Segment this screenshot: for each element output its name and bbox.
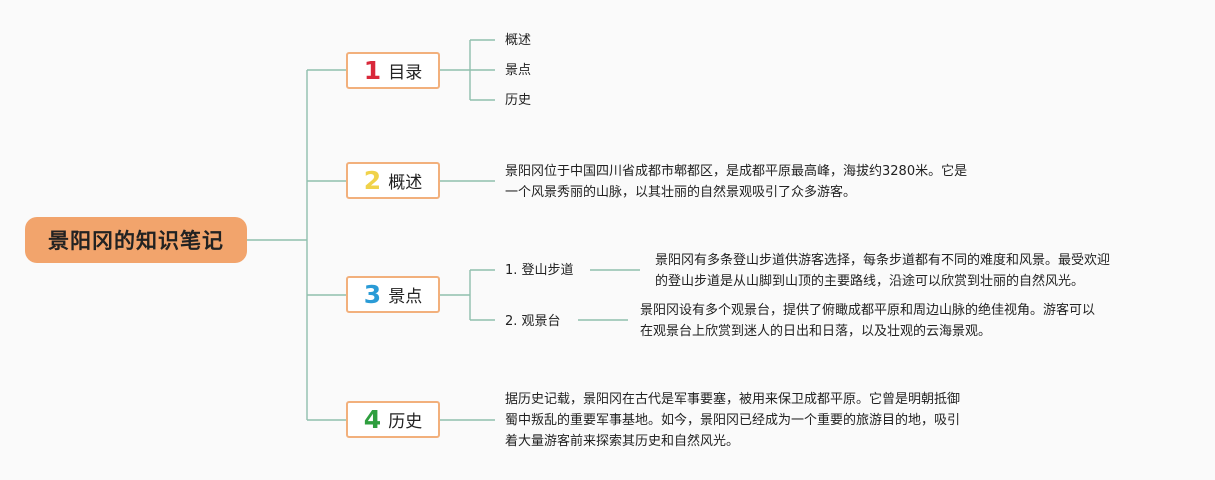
history-line: 着大量游客前来探索其历史和自然风光。 bbox=[505, 434, 740, 449]
section-label-overview: 概述 bbox=[388, 173, 423, 193]
section-toc[interactable]: 1 目录 bbox=[346, 52, 440, 89]
spot-desc-line: 在观景台上欣赏到迷人的日出和日落，以及壮观的云海景观。 bbox=[640, 324, 992, 339]
spot-desc-trail: 景阳冈有多条登山步道供游客选择，每条步道都有不同的难度和风景。最受欢迎 的登山步… bbox=[655, 250, 1110, 292]
section-number-1: 1 bbox=[363, 56, 382, 85]
section-history[interactable]: 4 历史 bbox=[346, 401, 440, 438]
history-text: 据历史记载，景阳冈在古代是军事要塞，被用来保卫成都平原。它曾是明朝抵御 蜀中叛乱… bbox=[505, 389, 960, 452]
overview-line: 一个风景秀丽的山脉，以其壮丽的自然景观吸引了众多游客。 bbox=[505, 185, 857, 200]
toc-item-spots[interactable]: 景点 bbox=[505, 63, 532, 78]
spot-desc-viewpoint: 景阳冈设有多个观景台，提供了俯瞰成都平原和周边山脉的绝佳视角。游客可以 在观景台… bbox=[640, 300, 1095, 342]
section-number-2: 2 bbox=[363, 166, 382, 195]
spot-desc-line: 景阳冈设有多个观景台，提供了俯瞰成都平原和周边山脉的绝佳视角。游客可以 bbox=[640, 303, 1096, 318]
section-spots[interactable]: 3 景点 bbox=[346, 276, 440, 313]
toc-item-overview[interactable]: 概述 bbox=[505, 33, 532, 48]
spot-desc-line: 的登山步道是从山脚到山顶的主要路线，沿途可以欣赏到壮丽的自然风光。 bbox=[655, 274, 1085, 289]
section-label-history: 历史 bbox=[388, 412, 423, 432]
overview-line: 景阳冈位于中国四川省成都市郫都区，是成都平原最高峰，海拔约3280米。它是 bbox=[505, 164, 968, 179]
section-label-toc: 目录 bbox=[388, 63, 423, 83]
spot-label-viewpoint[interactable]: 2. 观景台 bbox=[505, 314, 561, 329]
overview-text: 景阳冈位于中国四川省成都市郫都区，是成都平原最高峰，海拔约3280米。它是 一个… bbox=[505, 161, 967, 203]
history-line: 蜀中叛乱的重要军事基地。如今，景阳冈已经成为一个重要的旅游目的地，吸引 bbox=[505, 413, 961, 428]
spot-label-trail[interactable]: 1. 登山步道 bbox=[505, 263, 574, 278]
toc-item-history[interactable]: 历史 bbox=[505, 93, 532, 108]
section-overview[interactable]: 2 概述 bbox=[346, 162, 440, 199]
root-title: 景阳冈的知识笔记 bbox=[48, 229, 224, 253]
section-number-4: 4 bbox=[363, 405, 382, 434]
spot-desc-line: 景阳冈有多条登山步道供游客选择，每条步道都有不同的难度和风景。最受欢迎 bbox=[655, 253, 1111, 268]
root-topic[interactable]: 景阳冈的知识笔记 bbox=[25, 217, 247, 263]
section-number-3: 3 bbox=[363, 280, 382, 309]
section-label-spots: 景点 bbox=[388, 287, 423, 307]
history-line: 据历史记载，景阳冈在古代是军事要塞，被用来保卫成都平原。它曾是明朝抵御 bbox=[505, 392, 961, 407]
